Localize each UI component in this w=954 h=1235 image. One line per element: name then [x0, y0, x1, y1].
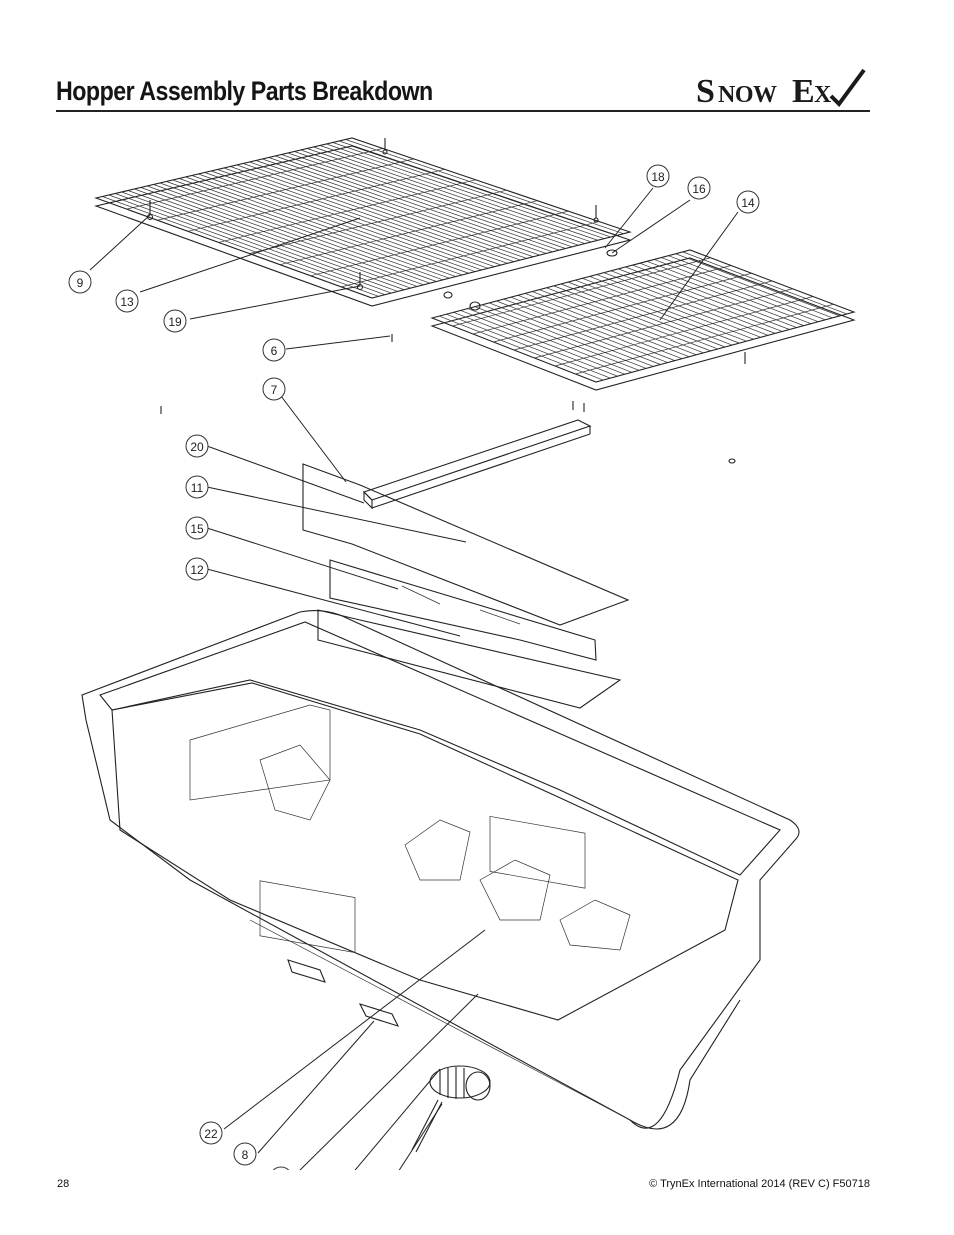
leader-lines — [89, 187, 739, 1170]
callout-19: 19 — [163, 309, 187, 333]
callout-label: 18 — [651, 170, 665, 184]
callout-circle — [262, 377, 286, 401]
callout-circle — [163, 309, 187, 333]
callout-20: 20 — [185, 434, 209, 458]
callout-6: 6 — [262, 338, 286, 362]
callout-label: 20 — [190, 440, 204, 454]
callout-circle — [68, 270, 92, 294]
callout-label: 9 — [77, 276, 84, 290]
callout-label: 22 — [204, 1127, 218, 1141]
callout-16: 16 — [687, 176, 711, 200]
top-grate-small — [430, 249, 856, 391]
callout-circle — [262, 338, 286, 362]
mount-brackets — [287, 959, 400, 1027]
lid-bar — [362, 419, 592, 510]
callout-13: 13 — [115, 289, 139, 313]
callout-11: 11 — [185, 475, 209, 499]
svg-text:E: E — [792, 73, 815, 108]
callout-label: 14 — [741, 196, 755, 210]
callout-group: 913191816146720111512228101721 — [68, 164, 760, 1170]
callout-circle — [185, 516, 209, 540]
callout-circle — [687, 176, 711, 200]
callout-label: 16 — [692, 182, 706, 196]
callout-circle — [272, 1166, 290, 1170]
callout-circle — [185, 475, 209, 499]
callout-9: 9 — [68, 270, 92, 294]
callout-label: 12 — [190, 563, 204, 577]
deflector-plates — [302, 463, 630, 709]
svg-text:X: X — [814, 82, 832, 108]
fasteners — [146, 138, 746, 464]
callout-14: 14 — [736, 190, 760, 214]
callout-15: 15 — [185, 516, 209, 540]
callout-18: 18 — [646, 164, 670, 188]
callout-22: 22 — [199, 1121, 223, 1145]
snowex-logo: S NOW E X — [696, 68, 866, 108]
callout-label: 6 — [271, 344, 278, 358]
callout-circle — [185, 557, 209, 581]
callout-label: 11 — [191, 481, 204, 495]
callout-12: 12 — [185, 557, 209, 581]
callout-circle — [199, 1121, 223, 1145]
callout-circle — [646, 164, 670, 188]
copyright-notice: © TrynEx International 2014 (REV C) F507… — [649, 1178, 870, 1190]
callout-label: 13 — [120, 295, 134, 309]
page-number: 28 — [57, 1178, 70, 1190]
callout-circle — [233, 1142, 257, 1166]
svg-text:S: S — [696, 73, 714, 108]
callout-8: 8 — [233, 1142, 257, 1166]
hopper-body — [81, 609, 800, 1130]
top-grate-large — [94, 137, 632, 307]
callout-10: 10 — [272, 1166, 290, 1170]
callout-label: 7 — [271, 383, 278, 397]
callout-label: 8 — [242, 1148, 249, 1162]
svg-text:NOW: NOW — [718, 82, 777, 108]
callout-label: 19 — [168, 315, 182, 329]
page-title: Hopper Assembly Parts Breakdown — [56, 76, 433, 106]
callout-circle — [736, 190, 760, 214]
callout-circle — [115, 289, 139, 313]
callout-circle — [185, 434, 209, 458]
header-rule — [56, 110, 870, 112]
hopper-exploded-diagram: 913191816146720111512228101721 — [68, 137, 856, 1170]
spinner-motor — [411, 1065, 491, 1153]
callout-label: 15 — [190, 522, 204, 536]
callout-7: 7 — [262, 377, 286, 401]
